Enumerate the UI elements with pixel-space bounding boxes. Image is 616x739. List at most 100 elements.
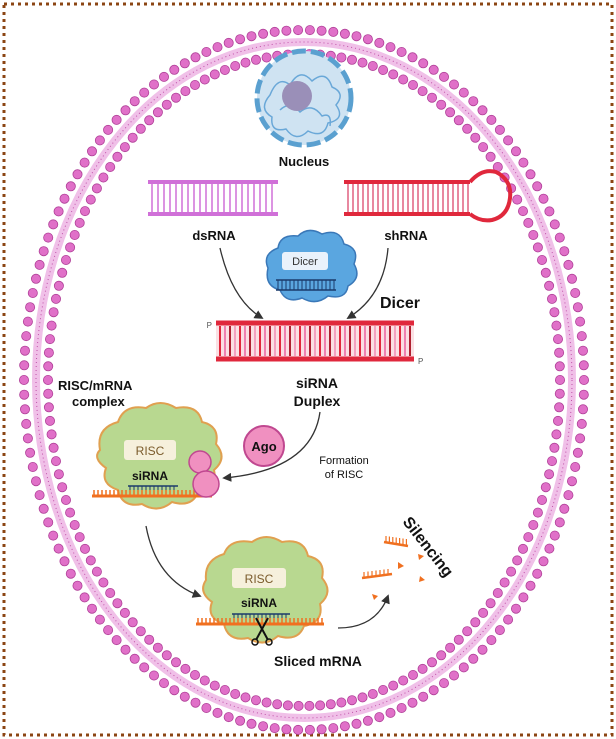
fragment-2: [361, 572, 393, 580]
lipid-head: [43, 517, 54, 528]
lipid-head: [572, 447, 583, 458]
lipid-head: [19, 360, 30, 371]
lipid-head: [269, 723, 280, 734]
lipid-head: [512, 555, 523, 566]
lipid-head: [34, 259, 45, 270]
lipid-head: [544, 543, 555, 554]
lipid-head: [25, 447, 36, 458]
lipid-head: [578, 345, 589, 356]
lipid-head: [219, 65, 230, 76]
scissors-icon: [251, 617, 273, 646]
lipid-head: [293, 25, 304, 36]
lipid-head: [48, 442, 59, 453]
lipid-head: [120, 644, 131, 655]
lipid-head: [18, 374, 29, 385]
lipid-head: [494, 124, 505, 135]
lipid-head: [523, 532, 534, 543]
lipid-head: [575, 433, 586, 444]
lipid-head: [180, 663, 191, 674]
lipid-head: [161, 99, 172, 110]
lipid-head: [570, 461, 581, 472]
risc-box-2: [232, 568, 286, 588]
lipid-head: [503, 135, 514, 146]
lipid-head: [98, 172, 109, 183]
lipid-head: [120, 105, 131, 116]
lipid-head: [170, 657, 181, 668]
lipid-head: [388, 69, 399, 80]
lipid-head: [346, 54, 357, 65]
lipid-head: [46, 429, 57, 440]
lipid-head: [528, 229, 539, 240]
lipid-head: [69, 229, 80, 240]
lipid-head: [212, 42, 223, 53]
lipid-head: [547, 456, 558, 467]
lipid-head: [293, 700, 304, 711]
lipid-head: [518, 206, 529, 217]
lipid-head: [180, 86, 191, 97]
arrow-to-slicing: [145, 525, 202, 598]
lipid-head: [549, 307, 560, 318]
lipid-head: [576, 331, 587, 342]
lipid-head: [436, 99, 447, 110]
lipid-head: [38, 246, 49, 257]
lipid-head: [528, 520, 539, 531]
lipid-head: [111, 114, 122, 125]
lipid-head: [61, 254, 72, 265]
lipid-head: [339, 721, 350, 732]
lipid-head: [48, 530, 59, 541]
lipid-head: [201, 47, 212, 58]
lipid-head: [46, 320, 57, 331]
formation-label-2: of RISC: [325, 469, 364, 481]
lipid-head: [567, 476, 578, 487]
dicer-label: Dicer: [380, 295, 420, 312]
lipid-head: [544, 469, 555, 480]
arrow-to-silencing: [337, 594, 390, 629]
lipid-head: [43, 402, 54, 413]
lipid-head: [135, 123, 146, 134]
lipid-head: [351, 31, 362, 42]
lipid-head: [57, 267, 68, 278]
lipid-head: [315, 700, 326, 711]
sirna-in-risc-2: siRNA: [241, 596, 277, 610]
ago-label: Ago: [251, 439, 276, 454]
lipid-head: [281, 25, 292, 36]
lipid-head: [223, 37, 234, 48]
lipid-head: [170, 92, 181, 103]
lipid-head: [94, 135, 105, 146]
lipid-head: [240, 692, 251, 703]
lipid-head: [158, 678, 169, 689]
lipid-head: [25, 302, 36, 313]
lipid-head: [518, 592, 529, 603]
lipid-head: [21, 418, 32, 429]
lipid-head: [336, 697, 347, 708]
lipid-head: [272, 699, 283, 710]
lipid-head: [468, 653, 479, 664]
lipid-head: [544, 206, 555, 217]
nucleus-label: Nucleus: [279, 154, 330, 169]
lipid-head: [428, 64, 439, 75]
lipid-head: [209, 69, 220, 80]
lipid-head: [304, 700, 315, 711]
sirna-label-2: Duplex: [294, 393, 341, 409]
lipid-head: [458, 662, 469, 673]
lipid-head: [537, 254, 548, 265]
fragment-4: [418, 554, 424, 560]
sirna-in-risc-1: siRNA: [132, 469, 168, 483]
lipid-head: [19, 389, 30, 400]
lipid-head: [538, 556, 549, 567]
risc-complex-1: RISC siRNA: [92, 402, 223, 510]
lipid-head: [418, 58, 429, 69]
lipid-head: [235, 715, 246, 726]
lipid-head: [212, 707, 223, 718]
lipid-head: [34, 490, 45, 501]
dicer-label-box: [282, 252, 328, 270]
lipid-head: [65, 242, 76, 253]
lipid-head: [139, 662, 150, 673]
lipid-head: [553, 415, 564, 426]
lipid-head: [462, 626, 473, 637]
lipid-head: [59, 193, 70, 204]
lipid-head: [45, 334, 56, 345]
lipid-head: [559, 246, 570, 257]
lipid-head: [458, 87, 469, 98]
lipid-head: [139, 87, 150, 98]
